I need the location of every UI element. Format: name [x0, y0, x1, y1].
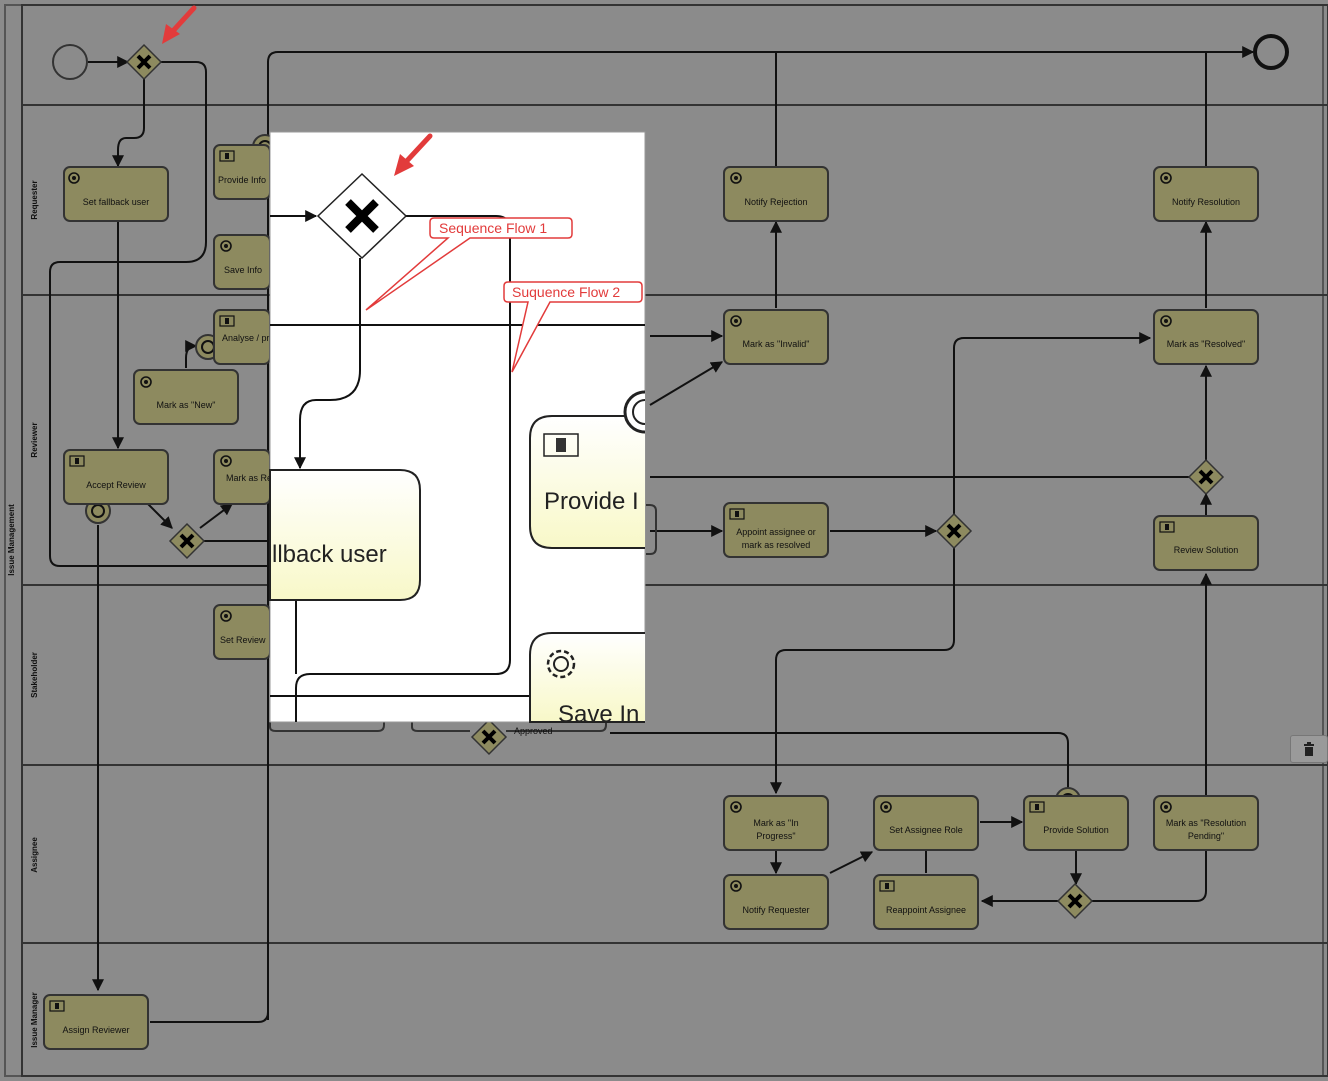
task-notify-resolution[interactable]: Notify Resolution	[1153, 166, 1259, 222]
red-arrow-icon	[162, 5, 197, 44]
task-label: Set Review	[220, 635, 266, 645]
task-label: Review Solution	[1174, 545, 1239, 555]
lane-label-assignee: Assignee	[30, 837, 39, 873]
lane-label-stakeholder: Stakeholder	[30, 652, 39, 698]
zoom-panel: llback user Provide I Save In Sequence	[269, 131, 646, 728]
task-label: Mark as "New"	[157, 400, 216, 410]
task-label: Mark as "Invalid"	[743, 339, 810, 349]
task-accept-review[interactable]: Accept Review	[63, 449, 169, 505]
zoom-task-save[interactable]: Save In	[529, 632, 645, 728]
gateway-stakeholder[interactable]	[470, 718, 508, 756]
task-mark-as-resolved[interactable]: Mark as "Resolved"	[1153, 309, 1259, 365]
zoom-task-provide[interactable]: Provide I	[529, 415, 645, 549]
task-label: Mark as "Resolved"	[1167, 339, 1245, 349]
task-label: Provide Info	[218, 175, 266, 185]
sequence-flows	[49, 46, 1255, 1023]
task-reappoint-assignee[interactable]: Reappoint Assignee	[873, 874, 979, 930]
task-label: Progress"	[756, 831, 795, 841]
task-label: Notify Rejection	[744, 197, 807, 207]
pool-label: Issue Management	[7, 504, 16, 576]
task-notify-requester[interactable]: Notify Requester	[723, 874, 829, 930]
task-mark-as-invalid[interactable]: Mark as "Invalid"	[723, 309, 829, 365]
task-label: Assign Reviewer	[62, 1025, 129, 1035]
zoom-task-label: Save In	[558, 701, 639, 728]
task-notify-rejection[interactable]: Notify Rejection	[723, 166, 829, 222]
gateway-label-approved: Approved	[514, 726, 553, 736]
task-label: Accept Review	[86, 480, 146, 490]
task-label: Notify Requester	[742, 905, 809, 915]
gateway-reviewer[interactable]	[168, 522, 206, 560]
task-assign-reviewer[interactable]: Assign Reviewer	[43, 994, 149, 1050]
task-label: Set Assignee Role	[889, 825, 963, 835]
delete-button[interactable]	[1290, 735, 1328, 763]
task-label: mark as resolved	[742, 540, 811, 550]
callout-sequence-flow-1: Sequence Flow 1	[365, 217, 573, 311]
lane-label-reviewer: Reviewer	[30, 422, 39, 457]
gateway-start[interactable]	[125, 43, 163, 81]
red-arrow-icon	[394, 133, 433, 176]
zoom-task-fallback[interactable]: llback user	[269, 469, 421, 601]
task-provide-solution[interactable]: Provide Solution	[1023, 795, 1129, 851]
gateway-assignee[interactable]	[1056, 882, 1094, 920]
zoom-gateway[interactable]	[316, 172, 408, 260]
task-mark-resolution-pending[interactable]: Mark as "Resolution Pending"	[1153, 795, 1259, 851]
gateway-appoint[interactable]	[935, 512, 973, 550]
task-save-info[interactable]: Save Info	[213, 234, 271, 290]
task-label: Save Info	[224, 265, 262, 275]
gateway-review-solution[interactable]	[1187, 458, 1225, 496]
task-label: Analyse / propose	[222, 333, 294, 343]
task-label: Notify Resolution	[1172, 197, 1240, 207]
start-event[interactable]	[52, 44, 88, 80]
task-label: Mark as "Resolution	[1166, 818, 1246, 828]
task-label: Pending"	[1188, 831, 1224, 841]
task-set-review[interactable]: Set Review	[213, 604, 271, 660]
task-appoint-assignee[interactable]: Appoint assignee or mark as resolved	[723, 502, 829, 558]
end-event[interactable]	[1253, 34, 1289, 70]
user-task-icon	[543, 433, 579, 457]
task-label: Mark as Review	[226, 473, 291, 483]
callout-text: Suquence Flow 2	[512, 284, 620, 300]
lane-label-requester: Requester	[30, 180, 39, 219]
zoom-boundary-event[interactable]	[623, 390, 646, 434]
callout-text: Sequence Flow 1	[439, 220, 547, 236]
pool: Issue Management Requester Reviewer Stak…	[7, 4, 1328, 1077]
callout-sequence-flow-2: Suquence Flow 2	[503, 281, 643, 373]
task-label: Appoint assignee or	[736, 527, 816, 537]
task-set-fallback-user[interactable]: Set fallback user	[63, 166, 169, 222]
task-label: Set fallback user	[83, 197, 150, 207]
hidden-task-edges	[269, 504, 657, 732]
gear-icon	[546, 649, 576, 679]
task-provide-info[interactable]: Provide Info	[213, 144, 271, 200]
task-label: Provide Solution	[1043, 825, 1109, 835]
task-review-solution[interactable]: Review Solution	[1153, 515, 1259, 571]
trash-icon	[1304, 742, 1314, 756]
zoom-task-label: Provide I	[544, 488, 639, 515]
task-label: Mark as "In	[753, 818, 798, 828]
task-label: Reappoint Assignee	[886, 905, 966, 915]
task-set-assignee-role[interactable]: Set Assignee Role	[873, 795, 979, 851]
task-mark-as-new[interactable]: Mark as "New"	[133, 369, 239, 425]
task-mark-in-progress[interactable]: Mark as "In Progress"	[723, 795, 829, 851]
lane-label-issue-manager: Issue Manager	[30, 992, 39, 1048]
zoom-task-label: llback user	[272, 541, 387, 568]
